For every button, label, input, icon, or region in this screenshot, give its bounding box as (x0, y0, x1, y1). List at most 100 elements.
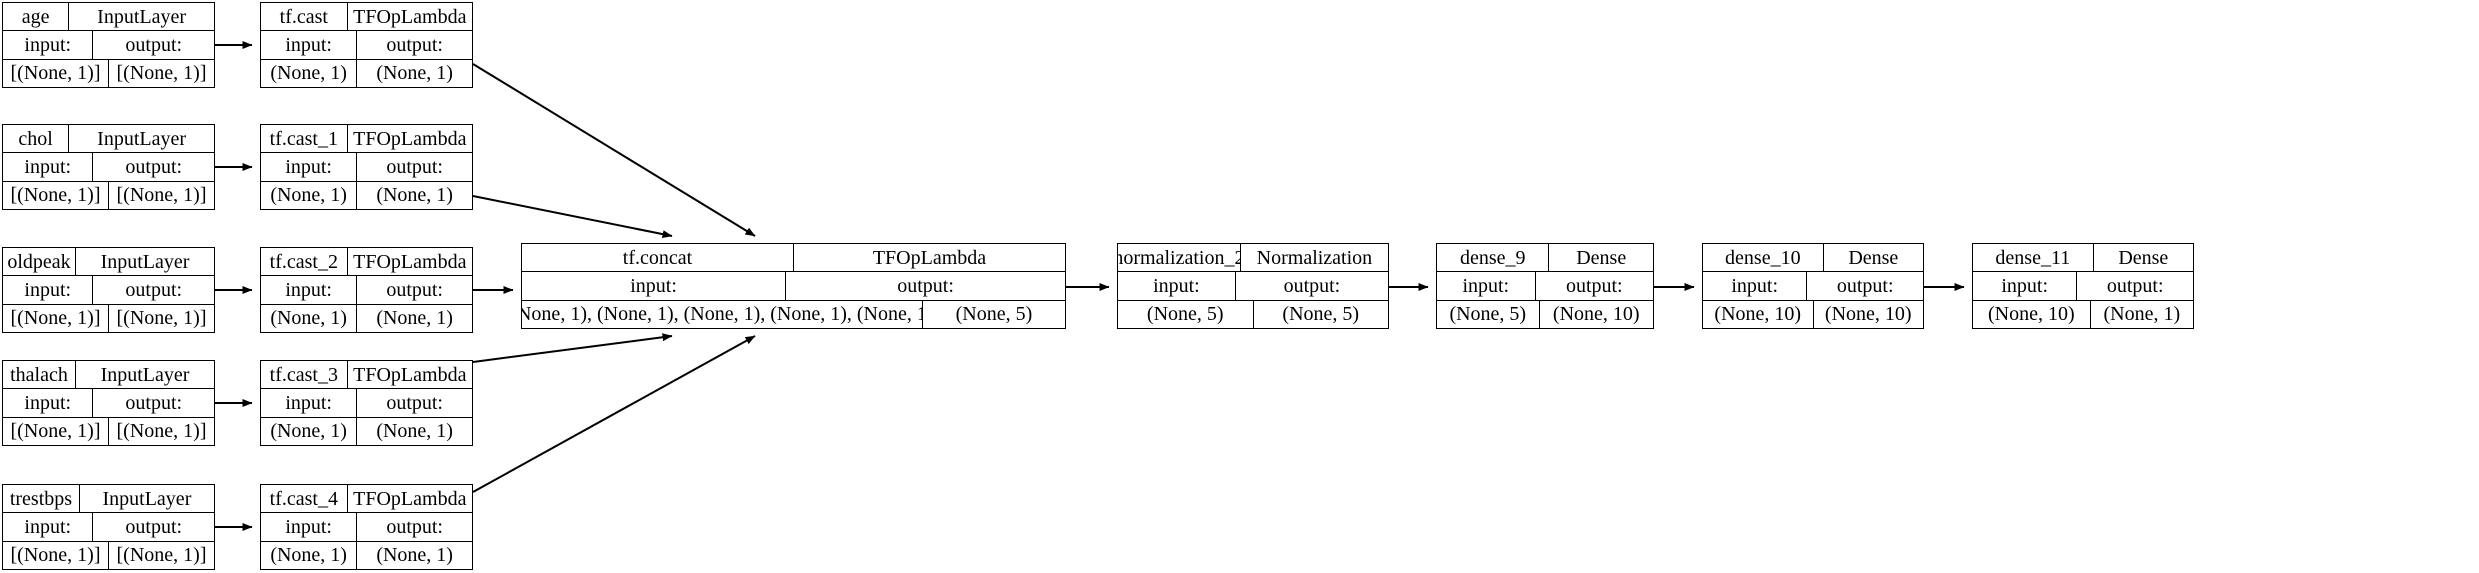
node-shape-row: [(None, 1)][(None, 1)] (3, 304, 214, 332)
output-label: output: (1836, 274, 1894, 297)
node-name: oldpeak (3, 248, 77, 276)
edge-tf_cast_1-to-tf_concat (472, 195, 673, 239)
input-label: input: (522, 272, 787, 300)
graph-node-oldpeak[interactable]: oldpeak InputLayer input: output: [(None, 1)… (2, 247, 215, 333)
input-label: input: (261, 276, 358, 304)
node-io-row: input: output: (261, 153, 472, 182)
input-label: input: (261, 153, 358, 181)
node-shape-row: [(None, 1)] [(None, 1)] (3, 59, 214, 87)
node-shape-row: [(None, 1)] [(None, 1)] (3, 181, 214, 209)
node-type: Dense (1848, 246, 1899, 269)
output-shape: (None, 1) (376, 420, 453, 443)
input-shape: [(None, 1)] (3, 59, 109, 87)
output-label: output: (386, 155, 443, 178)
node-type: TFOpLambda (353, 487, 467, 510)
node-io-row: input:output: (3, 153, 214, 182)
node-io-row: input: output: (1437, 272, 1653, 301)
input-label: input: (3, 31, 94, 59)
output-shape: [(None, 1)] (116, 62, 207, 85)
output-shape: [(None, 1)] (116, 184, 207, 207)
output-label: output: (1565, 274, 1623, 297)
node-type: Dense (1576, 246, 1627, 269)
input-shape: (None, 5) (1118, 300, 1254, 328)
node-type: InputLayer (97, 5, 187, 28)
output-label: output: (2106, 274, 2164, 297)
node-shape-row: (None, 5)(None, 10) (1437, 300, 1653, 328)
node-io-row: input: output: (522, 272, 1065, 301)
node-io-row: input: output: (3, 31, 214, 60)
output-label: output: (125, 278, 183, 301)
node-name: trestbps (3, 485, 80, 513)
graph-node-dense_11[interactable]: dense_11 Dense input:output:(None, 10)(Non… (1972, 243, 2194, 329)
input-shape: (None, 5) (1437, 300, 1540, 328)
node-name: tf.cast_2 (261, 248, 348, 276)
output-shape: (None, 1) (376, 544, 453, 567)
node-shape-row: [(None, 1), (None, 1), (None, 1), (None,… (522, 300, 1065, 328)
node-title-row: oldpeak InputLayer (3, 248, 214, 277)
node-shape-row: [(None, 1)] [(None, 1)] (3, 541, 214, 569)
node-shape-row: (None, 1)(None, 1) (261, 304, 472, 332)
node-name: dense_9 (1437, 244, 1550, 272)
input-shape: (None, 1) (261, 417, 358, 445)
input-shape: [(None, 1)] (3, 181, 109, 209)
edge-tf_cast_3-to-tf_concat (472, 333, 673, 363)
node-type: InputLayer (102, 487, 192, 510)
node-shape-row: (None, 10)(None, 1) (1973, 300, 2193, 328)
output-label: output: (386, 278, 443, 301)
input-shape: [(None, 1)] (3, 304, 109, 332)
output-shape: (None, 1) (2103, 303, 2181, 326)
output-label: output: (386, 391, 443, 414)
graph-node-dense_9[interactable]: dense_9 Dense input: output: (None, 5)(None,… (1436, 243, 1654, 329)
input-shape: [(None, 1)] (3, 541, 109, 569)
node-name: tf.cast_1 (261, 125, 348, 153)
node-io-row: input: output: (261, 276, 472, 305)
node-type: InputLayer (100, 250, 190, 273)
output-label: output: (125, 33, 183, 56)
node-io-row: input:output: (3, 389, 214, 418)
input-label: input: (1437, 272, 1536, 300)
node-type: Dense (2118, 246, 2169, 269)
output-shape: [(None, 1)] (116, 544, 207, 567)
node-io-row: input:output: (1973, 272, 2193, 301)
node-shape-row: (None, 1) (None, 1) (261, 541, 472, 569)
node-shape-row: (None, 1)(None, 1) (261, 59, 472, 87)
input-shape: [(None, 1), (None, 1), (None, 1), (None,… (522, 300, 923, 328)
node-io-row: input:output: (261, 389, 472, 418)
node-type: TFOpLambda (353, 363, 467, 386)
input-shape: (None, 1) (261, 541, 358, 569)
input-label: input: (3, 276, 94, 304)
input-label: input: (3, 513, 94, 541)
edge-tf_cast_4-to-tf_concat (472, 335, 756, 493)
node-name: normalization_2 (1118, 244, 1241, 272)
node-shape-row: (None, 5)(None, 5) (1118, 300, 1388, 328)
output-label: output: (1283, 274, 1341, 297)
output-shape: (None, 10) (1824, 303, 1912, 326)
node-name: chol (3, 125, 70, 153)
input-label: input: (3, 389, 94, 417)
node-type: TFOpLambda (353, 250, 467, 273)
output-shape: (None, 1) (376, 307, 453, 330)
node-shape-row: (None, 10)(None, 10) (1703, 300, 1923, 328)
node-name: thalach (3, 361, 77, 389)
output-label: output: (897, 274, 954, 297)
output-label: output: (386, 33, 443, 56)
node-title-row: dense_11 Dense (1973, 244, 2193, 273)
node-name: dense_11 (1973, 244, 2094, 272)
